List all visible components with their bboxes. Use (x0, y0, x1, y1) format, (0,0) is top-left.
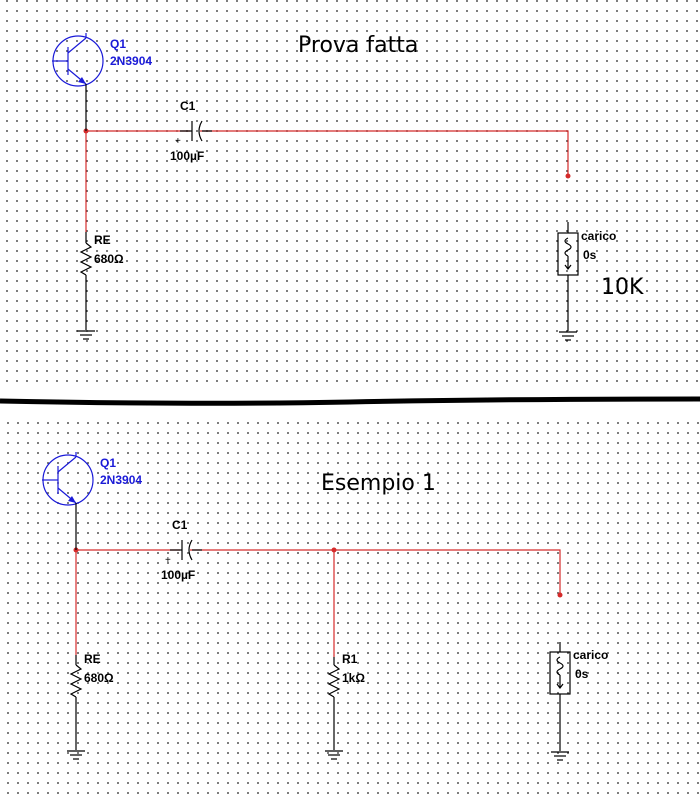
separator-canvas (0, 396, 700, 406)
re-name-label: RE (94, 233, 111, 247)
capacitor-c1-symbol[interactable]: + (165, 539, 202, 566)
open-terminal (565, 173, 571, 179)
svg-text:+: + (165, 555, 171, 566)
load-value-label: 0s (583, 248, 597, 262)
wire-c1-to-load (200, 130, 569, 176)
note-10k: 10K (601, 275, 644, 300)
r1-name-label: R1 (342, 652, 358, 666)
schematic-top: Q1 2N3904 + C1 100µF RE 680Ω (0, 0, 700, 385)
c1-name-label: C1 (180, 99, 196, 113)
transistor-q1-symbol[interactable] (52, 33, 104, 131)
schematic-bottom-canvas: Q1 2N3904 + C1 100µF RE 680Ω R1 1kΩ (42, 452, 608, 761)
separator-line (0, 396, 700, 406)
resistor-re-symbol[interactable] (69, 655, 83, 750)
q1-model-label: 2N3904 (110, 54, 152, 68)
resistor-r1-symbol[interactable] (327, 657, 341, 750)
ground-load-symbol (559, 331, 577, 341)
q1-model-label: 2N3904 (100, 473, 142, 487)
load-carico-symbol[interactable] (557, 222, 579, 331)
open-terminal (557, 592, 563, 598)
junction-node-r1 (331, 547, 337, 553)
ground-r1-symbol (325, 750, 343, 760)
ground-re-symbol (77, 330, 95, 340)
c1-value-label: 100µF (161, 568, 195, 582)
wires-bottom (73, 547, 563, 657)
transistor-q1-symbol[interactable] (42, 452, 94, 550)
schematic-top-canvas: Q1 2N3904 + C1 100µF RE 680Ω (52, 33, 644, 341)
re-value-label: 680Ω (94, 252, 124, 266)
wires-top (83, 128, 571, 232)
ground-load-symbol (551, 751, 569, 761)
resistor-re-symbol[interactable] (79, 232, 93, 330)
r1-value-label: 1kΩ (342, 671, 365, 685)
title-prova-fatta: Prova fatta (298, 33, 418, 58)
wire-c1-to-load (190, 549, 561, 595)
load-carico-symbol[interactable] (549, 642, 571, 751)
re-name-label: RE (84, 652, 101, 666)
c1-name-label: C1 (172, 518, 188, 532)
schematic-bottom: Q1 2N3904 + C1 100µF RE 680Ω R1 1kΩ (0, 415, 700, 800)
c1-value-label: 100µF (170, 149, 204, 163)
ground-re-symbol (67, 750, 85, 760)
load-value-label: 0s (575, 667, 589, 681)
svg-text:+: + (175, 136, 181, 147)
q1-name-label: Q1 (110, 37, 126, 51)
load-name-label: carico (573, 648, 608, 662)
load-name-label: carico (581, 229, 616, 243)
q1-name-label: Q1 (100, 456, 116, 470)
capacitor-c1-symbol[interactable]: + (175, 120, 212, 147)
re-value-label: 680Ω (84, 671, 114, 685)
title-esempio-1: Esempio 1 (321, 471, 436, 496)
separator-band (0, 385, 700, 415)
